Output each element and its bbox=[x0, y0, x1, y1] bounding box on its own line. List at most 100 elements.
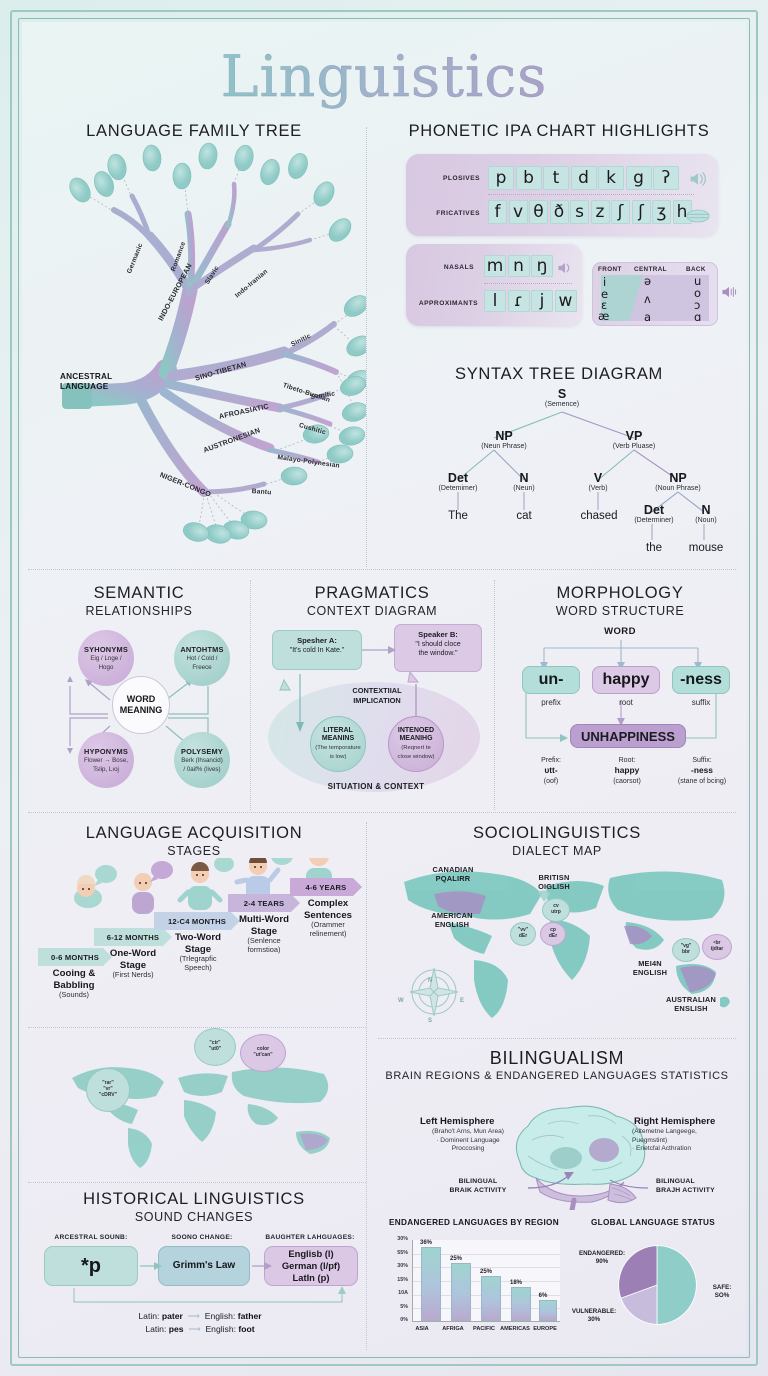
ipa-symbol-ʔ[interactable]: ʔ bbox=[653, 166, 679, 190]
acquisition-age-badge-3[interactable]: 12-C4 MONTHS bbox=[154, 912, 240, 930]
ipa-row-label-plosives: PLOSIVES bbox=[443, 175, 480, 182]
ipa-symbol-f[interactable]: f bbox=[488, 200, 507, 224]
morphology-cap-prefix: prefix bbox=[541, 698, 561, 707]
ipa-symbol-k[interactable]: k bbox=[598, 166, 624, 190]
pragmatics-arrows bbox=[279, 646, 420, 732]
acquisition-map-pin-3[interactable]: color "ut'can" bbox=[240, 1034, 286, 1072]
socio-sub: DIALECT MAP bbox=[512, 844, 602, 858]
historical-examples: Latin: pater ⟶ English: father Latin: pe… bbox=[38, 1310, 362, 1337]
pie-label-endangered: ENDANGERED: 90% bbox=[578, 1250, 626, 1265]
ipa-heading: PHONETIC IPA CHART HIGHLIGHTS bbox=[408, 122, 710, 140]
vowel-col-central: CENTRAL bbox=[634, 266, 667, 273]
speaker-icon-nasals[interactable] bbox=[556, 260, 574, 276]
ipa-symbol-z[interactable]: z bbox=[590, 200, 610, 224]
bar-xtick-africa: AFRIGA bbox=[442, 1326, 464, 1332]
morphology-footnote-suffix: Suffix: -ness (stane of bcing) bbox=[677, 757, 727, 785]
semantics-node-hyponyms[interactable]: HYPONYMS Flower → Bose, Tslip, Lıoj bbox=[78, 732, 134, 788]
ipa-symbol-b[interactable]: b bbox=[515, 166, 542, 190]
morphology-result[interactable]: UNHAPPINESS bbox=[570, 724, 686, 748]
syntax-node-np2: NP (Noun Phrase) bbox=[655, 471, 701, 493]
bar-pacific[interactable] bbox=[481, 1276, 501, 1321]
historical-ancestral-sound[interactable]: *p bbox=[44, 1246, 138, 1286]
bar-xtick-pacific: PACIFIC bbox=[473, 1326, 495, 1332]
ipa-vowel-chart[interactable] bbox=[592, 262, 718, 326]
ipa-symbol-g[interactable]: g bbox=[625, 166, 652, 190]
historical-daughter-languages[interactable]: Englisb (l) German (l/pf) LatIn (p) bbox=[264, 1246, 358, 1286]
acquisition-age-badge-2[interactable]: 6-12 MONTHS bbox=[94, 928, 172, 946]
acquisition-age-badge-5[interactable]: 4-6 YEARS bbox=[290, 878, 362, 896]
ipa-symbol-ʃ[interactable]: ʃ bbox=[631, 200, 651, 224]
brain-diagram bbox=[515, 1105, 646, 1210]
ipa-symbol-d[interactable]: d bbox=[570, 166, 597, 190]
acquisition-stage-4: Multi-Word Stage (Senlence formstioa) bbox=[239, 914, 289, 954]
waves-icon-fricatives[interactable] bbox=[686, 208, 710, 224]
ipa-symbol-p[interactable]: p bbox=[488, 166, 514, 190]
ipa-symbol-s[interactable]: s bbox=[570, 200, 589, 224]
ipa-symbol-t[interactable]: t bbox=[543, 166, 569, 190]
acquisition-age-badge-4[interactable]: 2-4 TEARS bbox=[228, 894, 300, 912]
socio-pin-4[interactable]: "vg"bbr bbox=[672, 938, 700, 962]
semantics-node-polysemy[interactable]: POLYSEMY Berk (Ihsancid) / 0aif% (lives) bbox=[174, 732, 230, 788]
acquisition-age-badge-1[interactable]: 0-6 MONTHS bbox=[38, 948, 112, 966]
syntax-leaf-cat: cat bbox=[516, 510, 532, 522]
bar-africa[interactable] bbox=[451, 1263, 471, 1321]
vowel-script-a: ɑ bbox=[694, 310, 702, 324]
bar-europe[interactable] bbox=[539, 1300, 557, 1321]
speaker-icon-plosives[interactable] bbox=[688, 170, 708, 188]
ipa-symbol-ŋ[interactable]: ŋ bbox=[531, 255, 553, 277]
morphology-heading: MORPHOLOGY bbox=[556, 584, 684, 602]
acquisition-map-pin-1[interactable]: "rar" "vr" "cDRV" bbox=[86, 1068, 130, 1112]
morphology-part-prefix[interactable]: un- bbox=[522, 666, 580, 694]
semantics-node-synonyms[interactable]: SYHONYMS Eig / Lnge / Hogo bbox=[78, 630, 134, 686]
socio-pin-2[interactable]: "vv"dEr bbox=[510, 922, 536, 946]
section-syntax: SYNTAX TREE DIAGRAM bbox=[382, 365, 736, 384]
syntax-leaf-the: The bbox=[448, 510, 468, 522]
morphology-footnote-root: Root: happy (caorsot) bbox=[613, 757, 641, 785]
ipa-symbol-ð[interactable]: ð bbox=[549, 200, 569, 224]
acquisition-map-pin-2[interactable]: "ctr" "ut0" bbox=[194, 1028, 236, 1066]
ipa-symbol-θ[interactable]: θ bbox=[529, 200, 548, 224]
ipa-symbol-w[interactable]: w bbox=[554, 290, 577, 312]
acquisition-sub: STAGES bbox=[167, 844, 221, 858]
morphology-part-suffix[interactable]: -ness bbox=[672, 666, 730, 694]
pragmatics-intended-meaning[interactable]: INTENOED MEANIHG (Reqnert te close windo… bbox=[388, 716, 444, 772]
ipa-symbol-ɾ[interactable]: ɾ bbox=[507, 290, 530, 312]
morphology-cap-suffix: suffix bbox=[691, 698, 711, 707]
syntax-leaf-the2: the bbox=[646, 542, 662, 554]
pragmatics-heading: PRAGMATICS bbox=[314, 584, 430, 602]
ipa-symbol-ʃ[interactable]: ʃ bbox=[611, 200, 630, 224]
section-morphology: MORPHOLOGY WORD STRUCTURE bbox=[504, 584, 736, 618]
ipa-symbol-v[interactable]: v bbox=[508, 200, 528, 224]
pragmatics-literal-meaning[interactable]: LITERAL MEANINS (The temporature is low) bbox=[310, 716, 366, 772]
ipa-symbol-l[interactable]: l bbox=[484, 290, 506, 312]
semantics-node-antonyms[interactable]: ANTOHTMS Hot / Cold / Freece bbox=[174, 630, 230, 686]
historical-sound-change[interactable]: Grimm's Law bbox=[158, 1246, 250, 1286]
morphology-part-root[interactable]: happy bbox=[592, 666, 660, 694]
ipa-symbol-j[interactable]: j bbox=[531, 290, 553, 312]
bar-chart-title: ENDANGERED LANGUAGES BY REGION bbox=[389, 1218, 559, 1227]
family-tree-graphic bbox=[62, 142, 366, 544]
bar-americas[interactable] bbox=[511, 1287, 531, 1321]
divider-vertical-sem-prag bbox=[250, 580, 251, 810]
morphology-cap-root: root bbox=[619, 698, 633, 707]
pie-label-safe: SAFE: SO% bbox=[712, 1284, 732, 1299]
pragmatics-speaker-a-bubble[interactable]: Spesher A: "It's cold In Kate." bbox=[272, 630, 362, 670]
bar-value-americas: 18% bbox=[509, 1280, 522, 1286]
section-historical: HISTORICAL LINGUISTICS SOUND CHANGES bbox=[22, 1190, 366, 1224]
bar-asia[interactable] bbox=[421, 1247, 441, 1321]
ipa-symbol-n[interactable]: n bbox=[507, 255, 530, 277]
ipa-symbol-m[interactable]: m bbox=[484, 255, 506, 277]
pie-chart[interactable] bbox=[616, 1244, 698, 1326]
pragmatics-speaker-b-bubble[interactable]: Speaker B: "I should cloce the window." bbox=[394, 624, 482, 672]
speaker-icon-vowels[interactable] bbox=[720, 284, 738, 300]
ipa-symbol-ʒ[interactable]: ʒ bbox=[652, 200, 671, 224]
bar-ytick-5: 5% bbox=[400, 1303, 408, 1310]
gridline-1 bbox=[413, 1253, 561, 1255]
